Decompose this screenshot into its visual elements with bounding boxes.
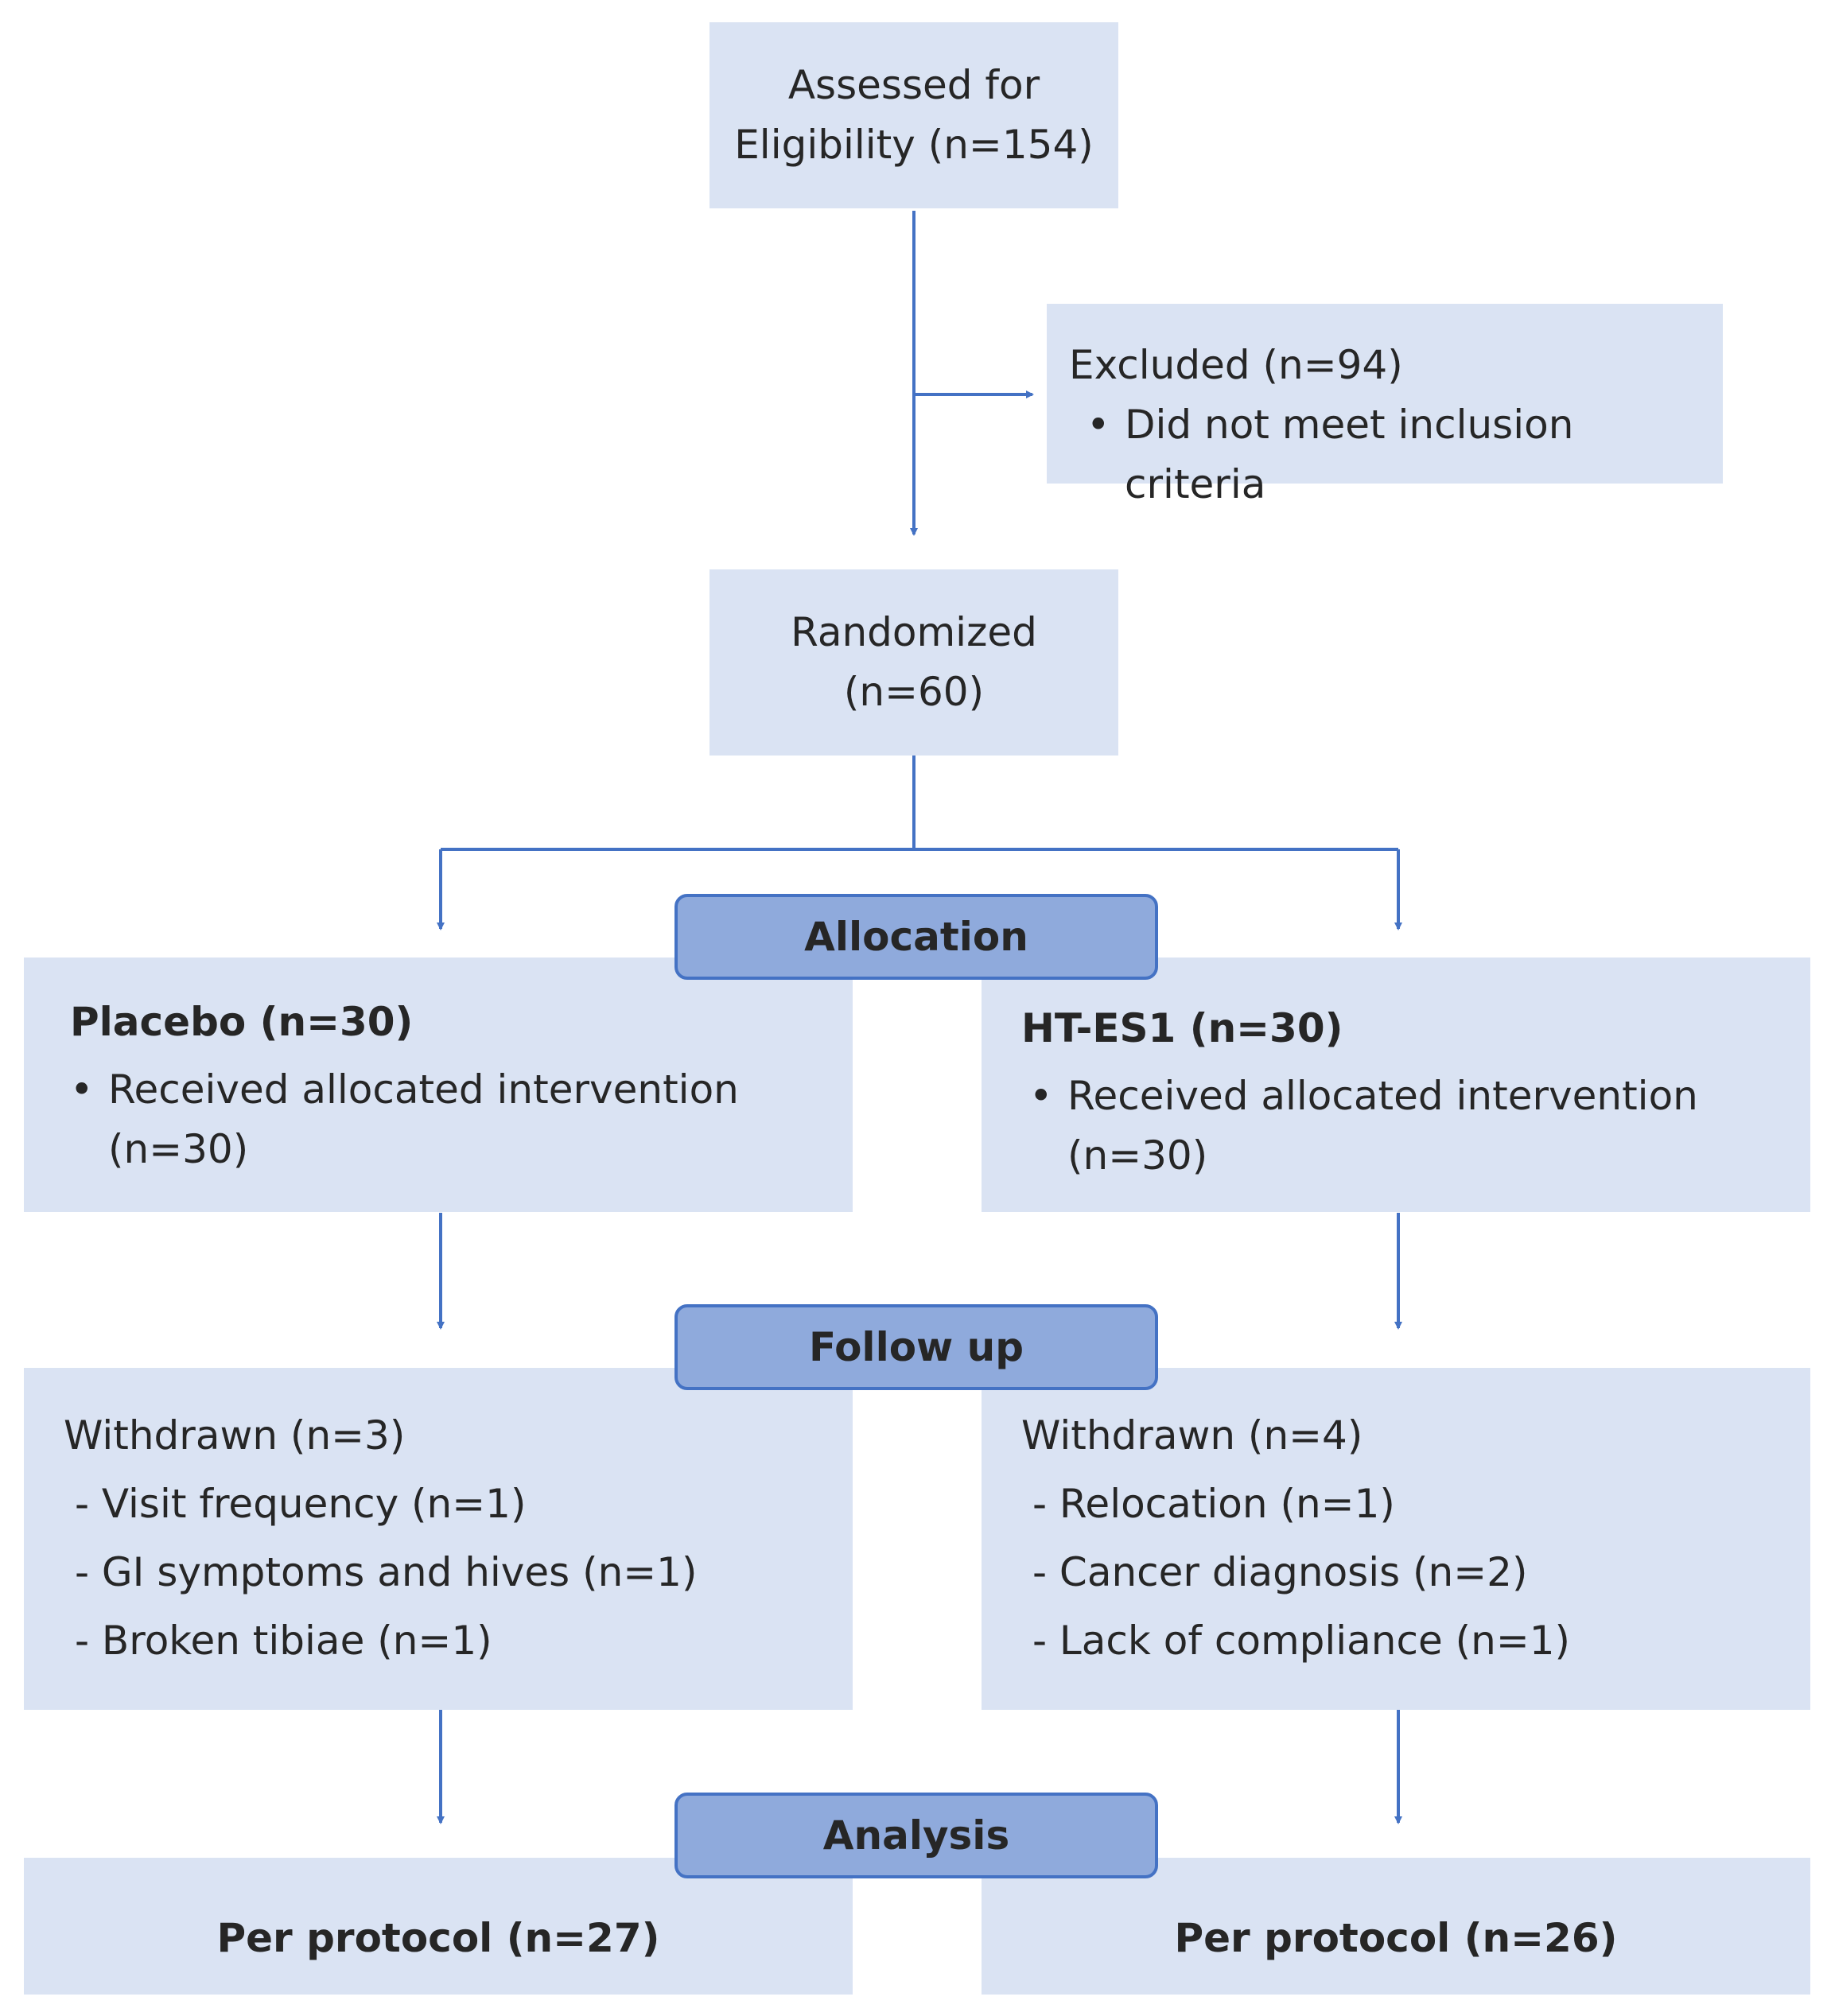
placebo-followup-box: Withdrawn (n=3) - Visit frequency (n=1) …: [24, 1368, 853, 1710]
followup-label: Follow up: [808, 1324, 1024, 1370]
ht-es1-allocation-box: HT-ES1 (n=30) • Received allocated inter…: [982, 958, 1810, 1212]
ht-es1-title: HT-ES1 (n=30): [1021, 1005, 1343, 1051]
placebo-title: Placebo (n=30): [70, 999, 414, 1045]
placebo-bullet-line2: (n=30): [108, 1126, 249, 1172]
bullet-icon: •: [1029, 1073, 1053, 1119]
ht-es1-bullet-line1: Received allocated intervention: [1067, 1073, 1698, 1119]
analysis-label: Analysis: [822, 1812, 1010, 1859]
ht-es1-withdrawn-item: - Relocation (n=1): [1032, 1481, 1395, 1527]
bullet-icon: •: [1087, 402, 1110, 448]
ht-es1-withdrawn-title: Withdrawn (n=4): [1021, 1412, 1363, 1459]
assessed-line1: Assessed for: [787, 62, 1040, 108]
allocation-phase-label: Allocation: [674, 894, 1158, 980]
ht-es1-bullet: • Received allocated intervention (n=30): [1021, 1066, 1810, 1186]
randomized-line1: Randomized: [791, 609, 1037, 655]
placebo-withdrawn-title: Withdrawn (n=3): [64, 1412, 406, 1459]
allocation-label: Allocation: [804, 914, 1028, 960]
ht-es1-withdrawn-item: - Lack of compliance (n=1): [1032, 1618, 1571, 1664]
placebo-allocation-box: Placebo (n=30) • Received allocated inte…: [24, 958, 853, 1212]
randomized-line2: (n=60): [843, 669, 985, 715]
excluded-title: Excluded (n=94): [1069, 342, 1403, 388]
followup-phase-label: Follow up: [674, 1304, 1158, 1390]
ht-es1-withdrawn-item: - Cancer diagnosis (n=2): [1032, 1549, 1528, 1595]
assessed-line2: Eligibility (n=154): [734, 122, 1094, 168]
placebo-analysis-text: Per protocol (n=27): [216, 1915, 660, 1961]
placebo-bullet-line1: Received allocated intervention: [108, 1066, 739, 1113]
placebo-withdrawn-item: - GI symptoms and hives (n=1): [75, 1549, 698, 1595]
assessed-box: Assessed for Eligibility (n=154): [709, 22, 1118, 208]
placebo-withdrawn-item: - Visit frequency (n=1): [75, 1481, 527, 1527]
placebo-analysis-box: Per protocol (n=27): [24, 1858, 853, 1995]
ht-es1-followup-box: Withdrawn (n=4) - Relocation (n=1) - Can…: [982, 1368, 1810, 1710]
randomized-box: Randomized (n=60): [709, 569, 1118, 756]
excluded-box: Excluded (n=94) • Did not meet inclusion…: [1047, 304, 1723, 507]
placebo-withdrawn-item: - Broken tibiae (n=1): [75, 1618, 492, 1664]
bullet-icon: •: [70, 1066, 94, 1113]
ht-es1-analysis-box: Per protocol (n=26): [982, 1858, 1810, 1995]
placebo-bullet: • Received allocated intervention (n=30): [70, 1060, 853, 1179]
ht-es1-analysis-text: Per protocol (n=26): [1174, 1915, 1618, 1961]
ht-es1-bullet-line2: (n=30): [1067, 1132, 1208, 1179]
analysis-phase-label: Analysis: [674, 1793, 1158, 1878]
excluded-bullet: • Did not meet inclusion criteria: [1069, 395, 1723, 515]
excluded-bullet-text: Did not meet inclusion criteria: [1125, 402, 1574, 507]
